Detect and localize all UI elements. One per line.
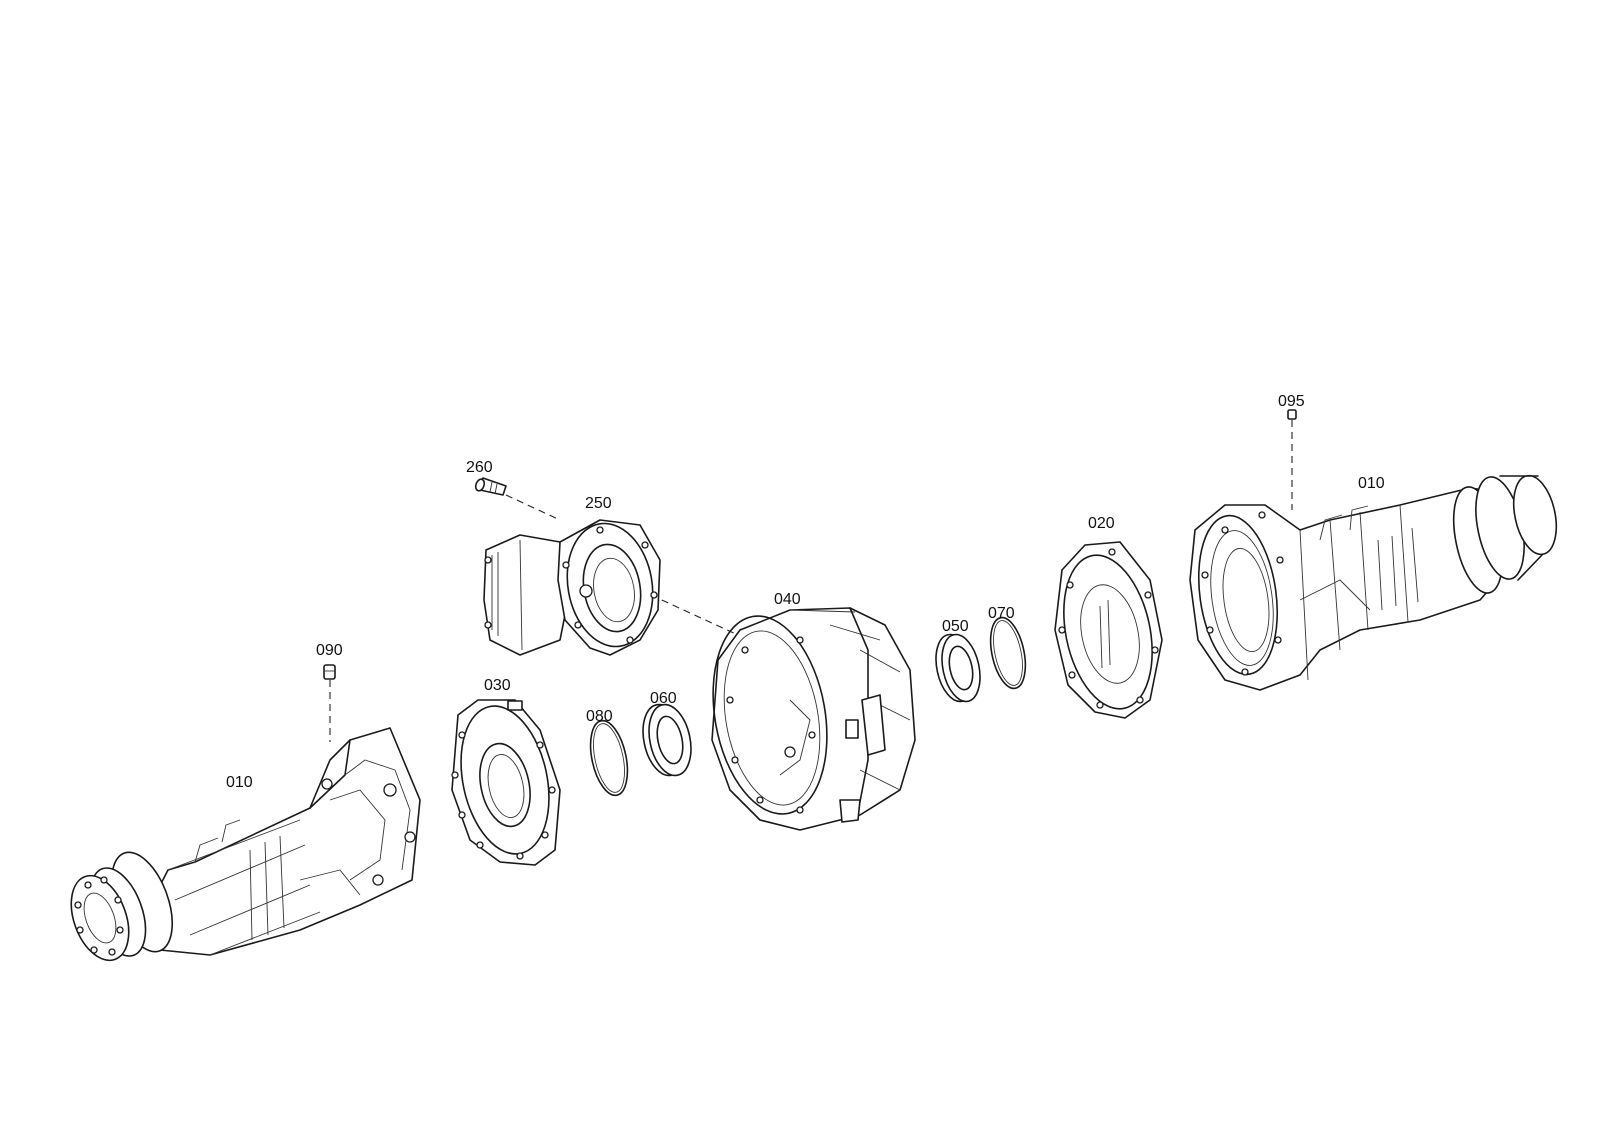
o-ring-right[interactable] [985, 614, 1031, 691]
callout-cover-right: 020 [1088, 515, 1115, 532]
callout-shaft-seal-left: 060 [650, 690, 677, 707]
callout-plug-right: 095 [1278, 393, 1305, 410]
callout-axle-housing-right: 010 [1358, 475, 1385, 492]
cover-right[interactable] [1051, 541, 1166, 719]
callout-plug-left: 090 [316, 642, 343, 659]
cover-left[interactable] [448, 698, 561, 866]
callout-axle-housing-left: 010 [226, 774, 253, 791]
shaft-seal-right[interactable] [930, 631, 985, 705]
callout-cover-left: 030 [484, 677, 511, 694]
callout-o-ring-right: 070 [988, 605, 1015, 622]
center-housing[interactable] [698, 607, 916, 831]
plug-left[interactable] [323, 664, 336, 680]
callout-shaft-seal-right: 050 [942, 618, 969, 635]
plug-right[interactable] [1287, 409, 1297, 420]
bearing-housing[interactable] [483, 517, 662, 656]
callout-screw: 260 [466, 459, 493, 476]
screw[interactable] [474, 477, 507, 496]
callout-o-ring-left: 080 [586, 708, 613, 725]
axle-housing-left[interactable] [61, 727, 421, 968]
shaft-seal-left[interactable] [637, 701, 697, 780]
axle-housing-right[interactable] [1189, 472, 1563, 691]
callout-labels: 010 090 030 080 060 260 250 040 050 070 … [226, 393, 1385, 791]
callout-bearing-housing: 250 [585, 495, 612, 512]
callout-center-housing: 040 [774, 591, 801, 608]
o-ring-left[interactable] [584, 717, 633, 798]
